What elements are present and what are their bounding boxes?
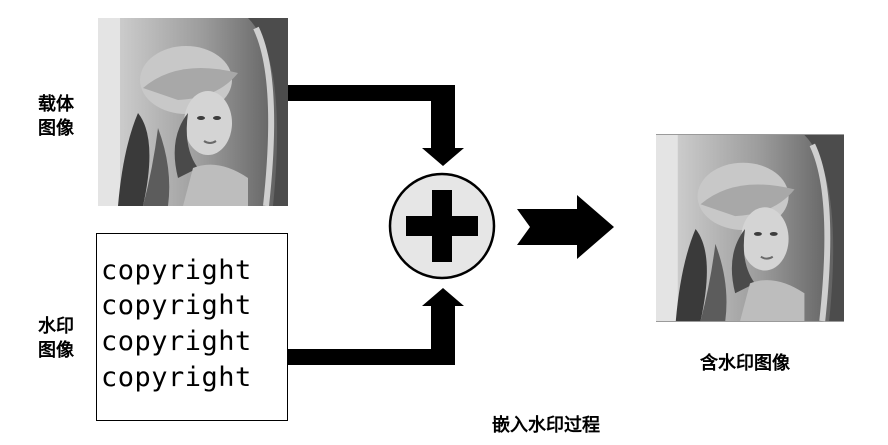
watermark-text-line: copyright <box>101 255 252 286</box>
watermark-image-label-line2: 图像 <box>38 340 74 361</box>
watermark-text-line: copyright <box>101 290 252 321</box>
cover-image-label-line2: 图像 <box>38 118 74 139</box>
watermark-image: copyright copyright copyright copyright <box>96 233 288 421</box>
cover-image-drawing <box>98 18 288 206</box>
arrow-right-icon <box>517 195 614 259</box>
watermarked-image-label: 含水印图像 <box>700 353 790 374</box>
diagram-caption: 嵌入水印过程 <box>492 415 600 436</box>
cover-image-label-line1: 载体 <box>38 94 74 115</box>
arrow-up-icon <box>288 288 464 365</box>
arrow-down-icon <box>288 85 464 166</box>
cover-image <box>98 18 288 206</box>
watermarked-image-drawing <box>656 134 844 322</box>
watermarked-image <box>656 134 844 322</box>
watermark-image-label-line1: 水印 <box>38 316 74 337</box>
watermark-text-line: copyright <box>101 326 252 357</box>
plus-circle-icon <box>388 172 496 280</box>
watermark-text-line: copyright <box>101 362 252 393</box>
